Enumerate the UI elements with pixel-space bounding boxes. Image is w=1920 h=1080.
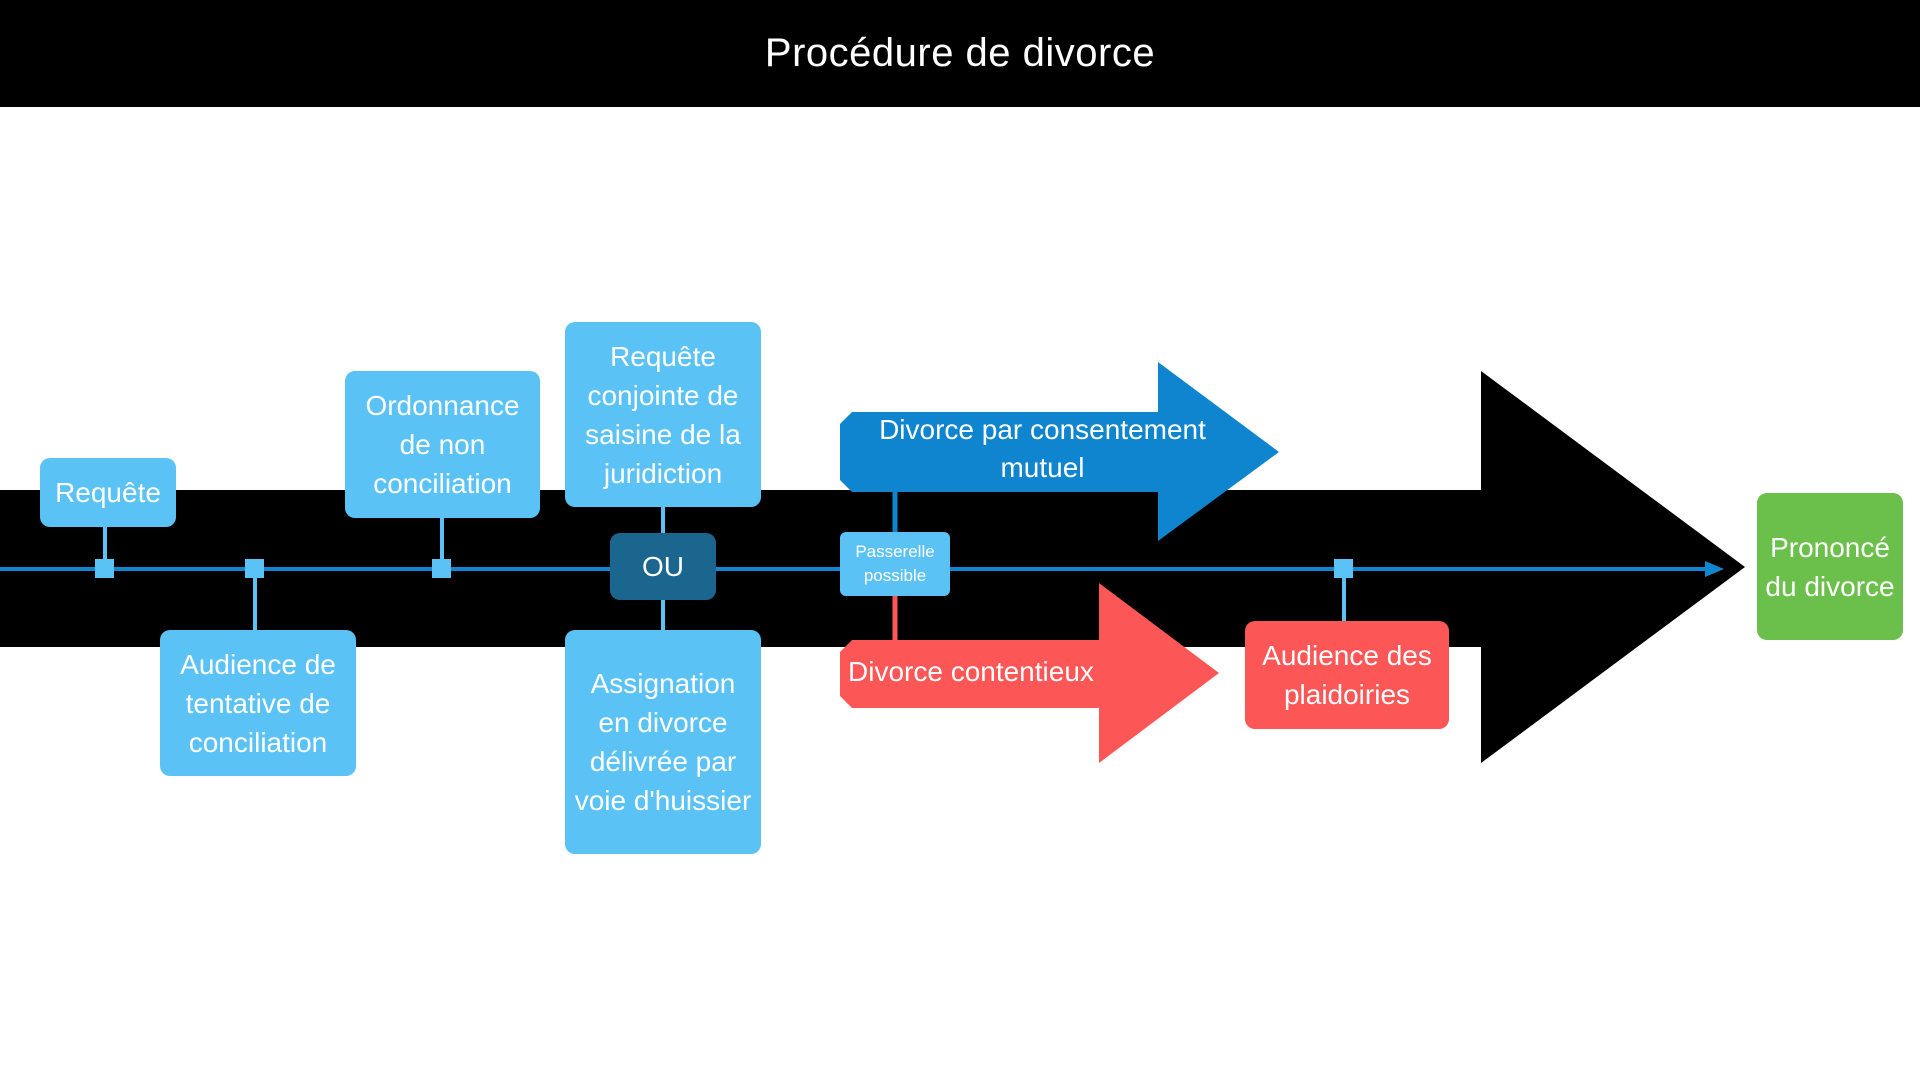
contentieux-arrow-shape bbox=[840, 583, 1219, 763]
step-ou: OU bbox=[610, 533, 716, 600]
timeline-marker bbox=[1334, 559, 1353, 578]
label-divorce-contentieux: Divorce contentieux bbox=[848, 656, 1094, 687]
timeline-arrowhead-icon bbox=[1705, 561, 1724, 577]
step-requete-conjointe: Requête conjointe de saisine de la jurid… bbox=[565, 322, 761, 507]
step-ordonnance-non-conciliation: Ordonnance de non conciliation bbox=[345, 371, 540, 518]
step-passerelle: Passerelle possible bbox=[840, 532, 950, 596]
timeline-marker bbox=[95, 559, 114, 578]
label-consentement-mutuel: Divorce par consentement mutuel bbox=[879, 414, 1206, 483]
step-audience-plaidoiries: Audience des plaidoiries bbox=[1245, 621, 1449, 729]
timeline-marker bbox=[432, 559, 451, 578]
page-title: Procédure de divorce bbox=[0, 0, 1920, 107]
consentement-arrow-shape bbox=[840, 362, 1279, 541]
step-audience-conciliation: Audience de tentative de conciliation bbox=[160, 630, 356, 776]
timeline-marker bbox=[245, 559, 264, 578]
step-assignation: Assignation en divorce délivrée par voie… bbox=[565, 630, 761, 854]
step-prononce-divorce: Prononcé du divorce bbox=[1757, 493, 1903, 640]
step-requete: Requête bbox=[40, 458, 176, 527]
